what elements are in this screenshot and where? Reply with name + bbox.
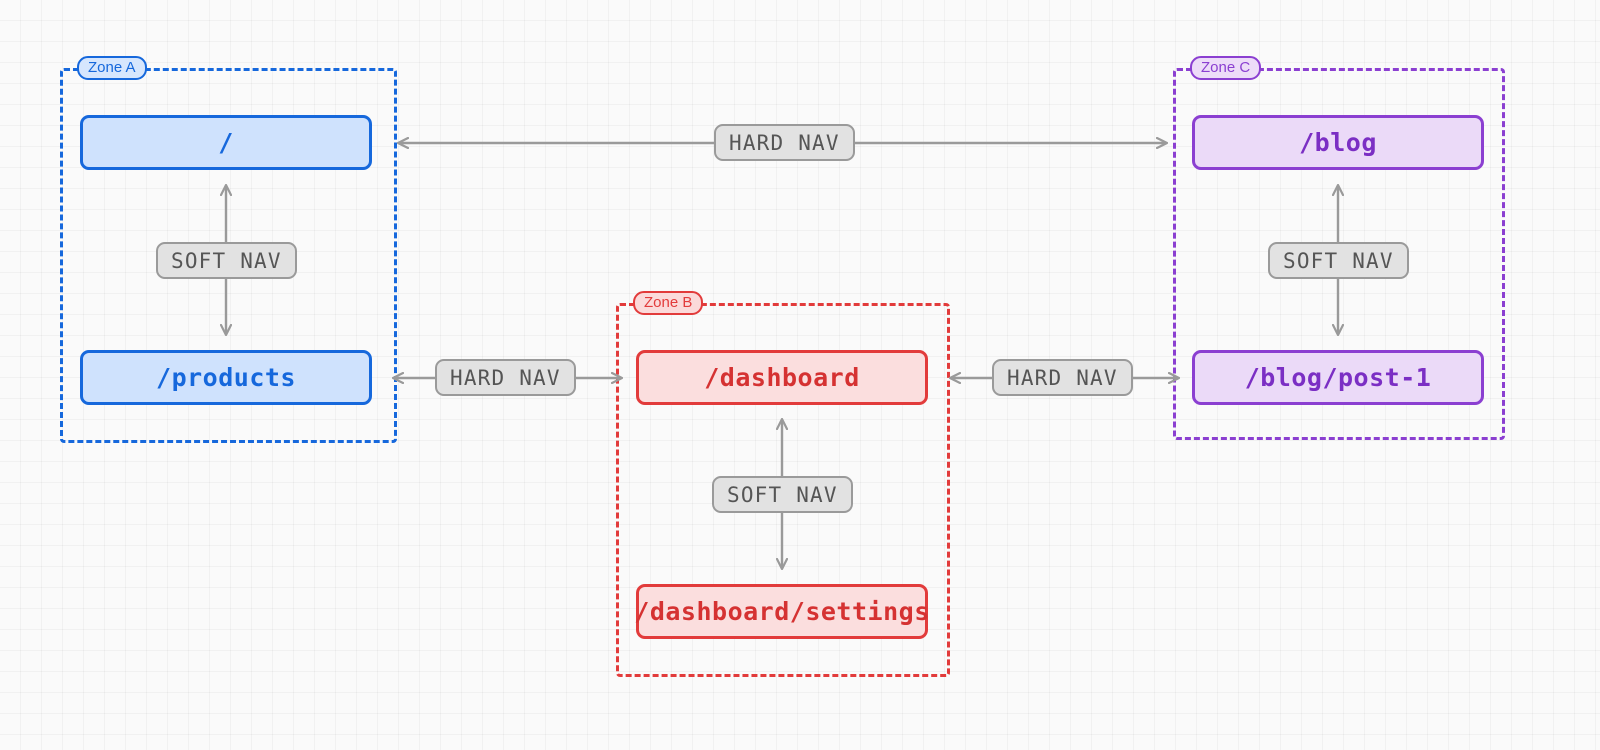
- zone-a-label: Zone A: [77, 56, 147, 80]
- edge-label-soft-nav-blog-blogpost: SOFT NAV: [1268, 242, 1409, 279]
- edge-label-soft-nav-dashboard-settings: SOFT NAV: [712, 476, 853, 513]
- node-root[interactable]: /: [80, 115, 372, 170]
- edge-label-hard-nav-root-blog: HARD NAV: [714, 124, 855, 161]
- edge-label-soft-nav-root-products: SOFT NAV: [156, 242, 297, 279]
- zone-b-container[interactable]: Zone B: [616, 291, 950, 677]
- zone-c-label: Zone C: [1190, 56, 1262, 80]
- node-blog-post-1[interactable]: /blog/post-1: [1192, 350, 1484, 405]
- node-blog[interactable]: /blog: [1192, 115, 1484, 170]
- edge-label-hard-nav-products-dashboard: HARD NAV: [435, 359, 576, 396]
- zone-b-label: Zone B: [633, 291, 704, 315]
- node-products[interactable]: /products: [80, 350, 372, 405]
- node-dashboard[interactable]: /dashboard: [636, 350, 928, 405]
- node-dashboard-settings[interactable]: /dashboard/settings: [634, 584, 929, 639]
- edge-label-hard-nav-dashboard-blogpost: HARD NAV: [992, 359, 1133, 396]
- zone-c-container[interactable]: Zone C: [1173, 56, 1505, 440]
- zone-a-container[interactable]: Zone A: [60, 56, 397, 443]
